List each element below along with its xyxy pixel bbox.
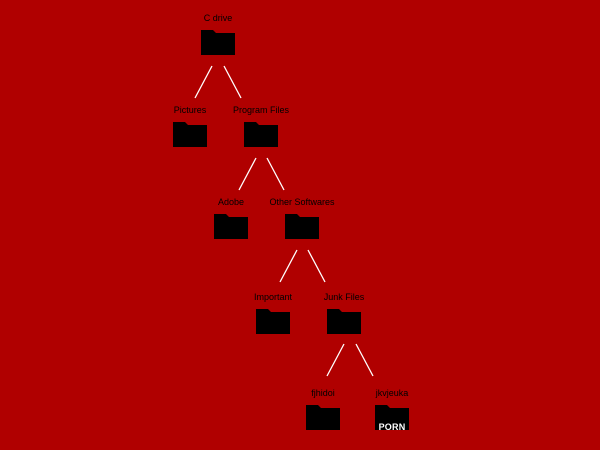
folder-icon[interactable] bbox=[213, 210, 249, 240]
folder-icon[interactable] bbox=[374, 401, 410, 431]
connector-line bbox=[266, 157, 285, 191]
tree-node-pictures[interactable]: Pictures bbox=[135, 105, 245, 148]
connector-line bbox=[194, 65, 213, 99]
node-label: fjhidoi bbox=[311, 388, 335, 398]
node-label: Important bbox=[253, 292, 293, 302]
connector-line bbox=[223, 65, 242, 99]
tree-node-jkvjeuka[interactable]: jkvjeuka PORN bbox=[337, 388, 447, 432]
tree-node-junk-files[interactable]: Junk Files bbox=[289, 292, 399, 335]
tree-node-important[interactable]: Important bbox=[218, 292, 328, 335]
node-label: Junk Files bbox=[323, 292, 365, 302]
node-label: C drive bbox=[203, 13, 233, 23]
node-label: Pictures bbox=[173, 105, 207, 115]
folder-icon[interactable] bbox=[243, 118, 279, 148]
connector-line bbox=[238, 157, 257, 191]
tree-node-other-softwares[interactable]: Other Softwares bbox=[247, 197, 357, 240]
node-label: Program Files bbox=[232, 105, 289, 115]
tree-node-adobe[interactable]: Adobe bbox=[176, 197, 286, 240]
folder-icon[interactable] bbox=[284, 210, 320, 240]
folder-icon[interactable] bbox=[172, 118, 208, 148]
connector-line bbox=[355, 343, 374, 377]
connector-line bbox=[326, 343, 345, 377]
tree-node-fjhidoi[interactable]: fjhidoi bbox=[268, 388, 378, 431]
folder-icon[interactable] bbox=[255, 305, 291, 335]
tree-node-program-files[interactable]: Program Files bbox=[206, 105, 316, 148]
tree-node-c-drive[interactable]: C drive bbox=[163, 13, 273, 56]
folder-icon[interactable] bbox=[305, 401, 341, 431]
connector-line bbox=[279, 249, 298, 283]
node-label: Other Softwares bbox=[269, 197, 335, 207]
node-label: jkvjeuka bbox=[375, 388, 409, 398]
folder-icon[interactable] bbox=[326, 305, 362, 335]
folder-icon[interactable] bbox=[200, 26, 236, 56]
folder-badge: PORN bbox=[378, 422, 406, 432]
connector-line bbox=[307, 249, 326, 283]
node-label: Adobe bbox=[217, 197, 245, 207]
